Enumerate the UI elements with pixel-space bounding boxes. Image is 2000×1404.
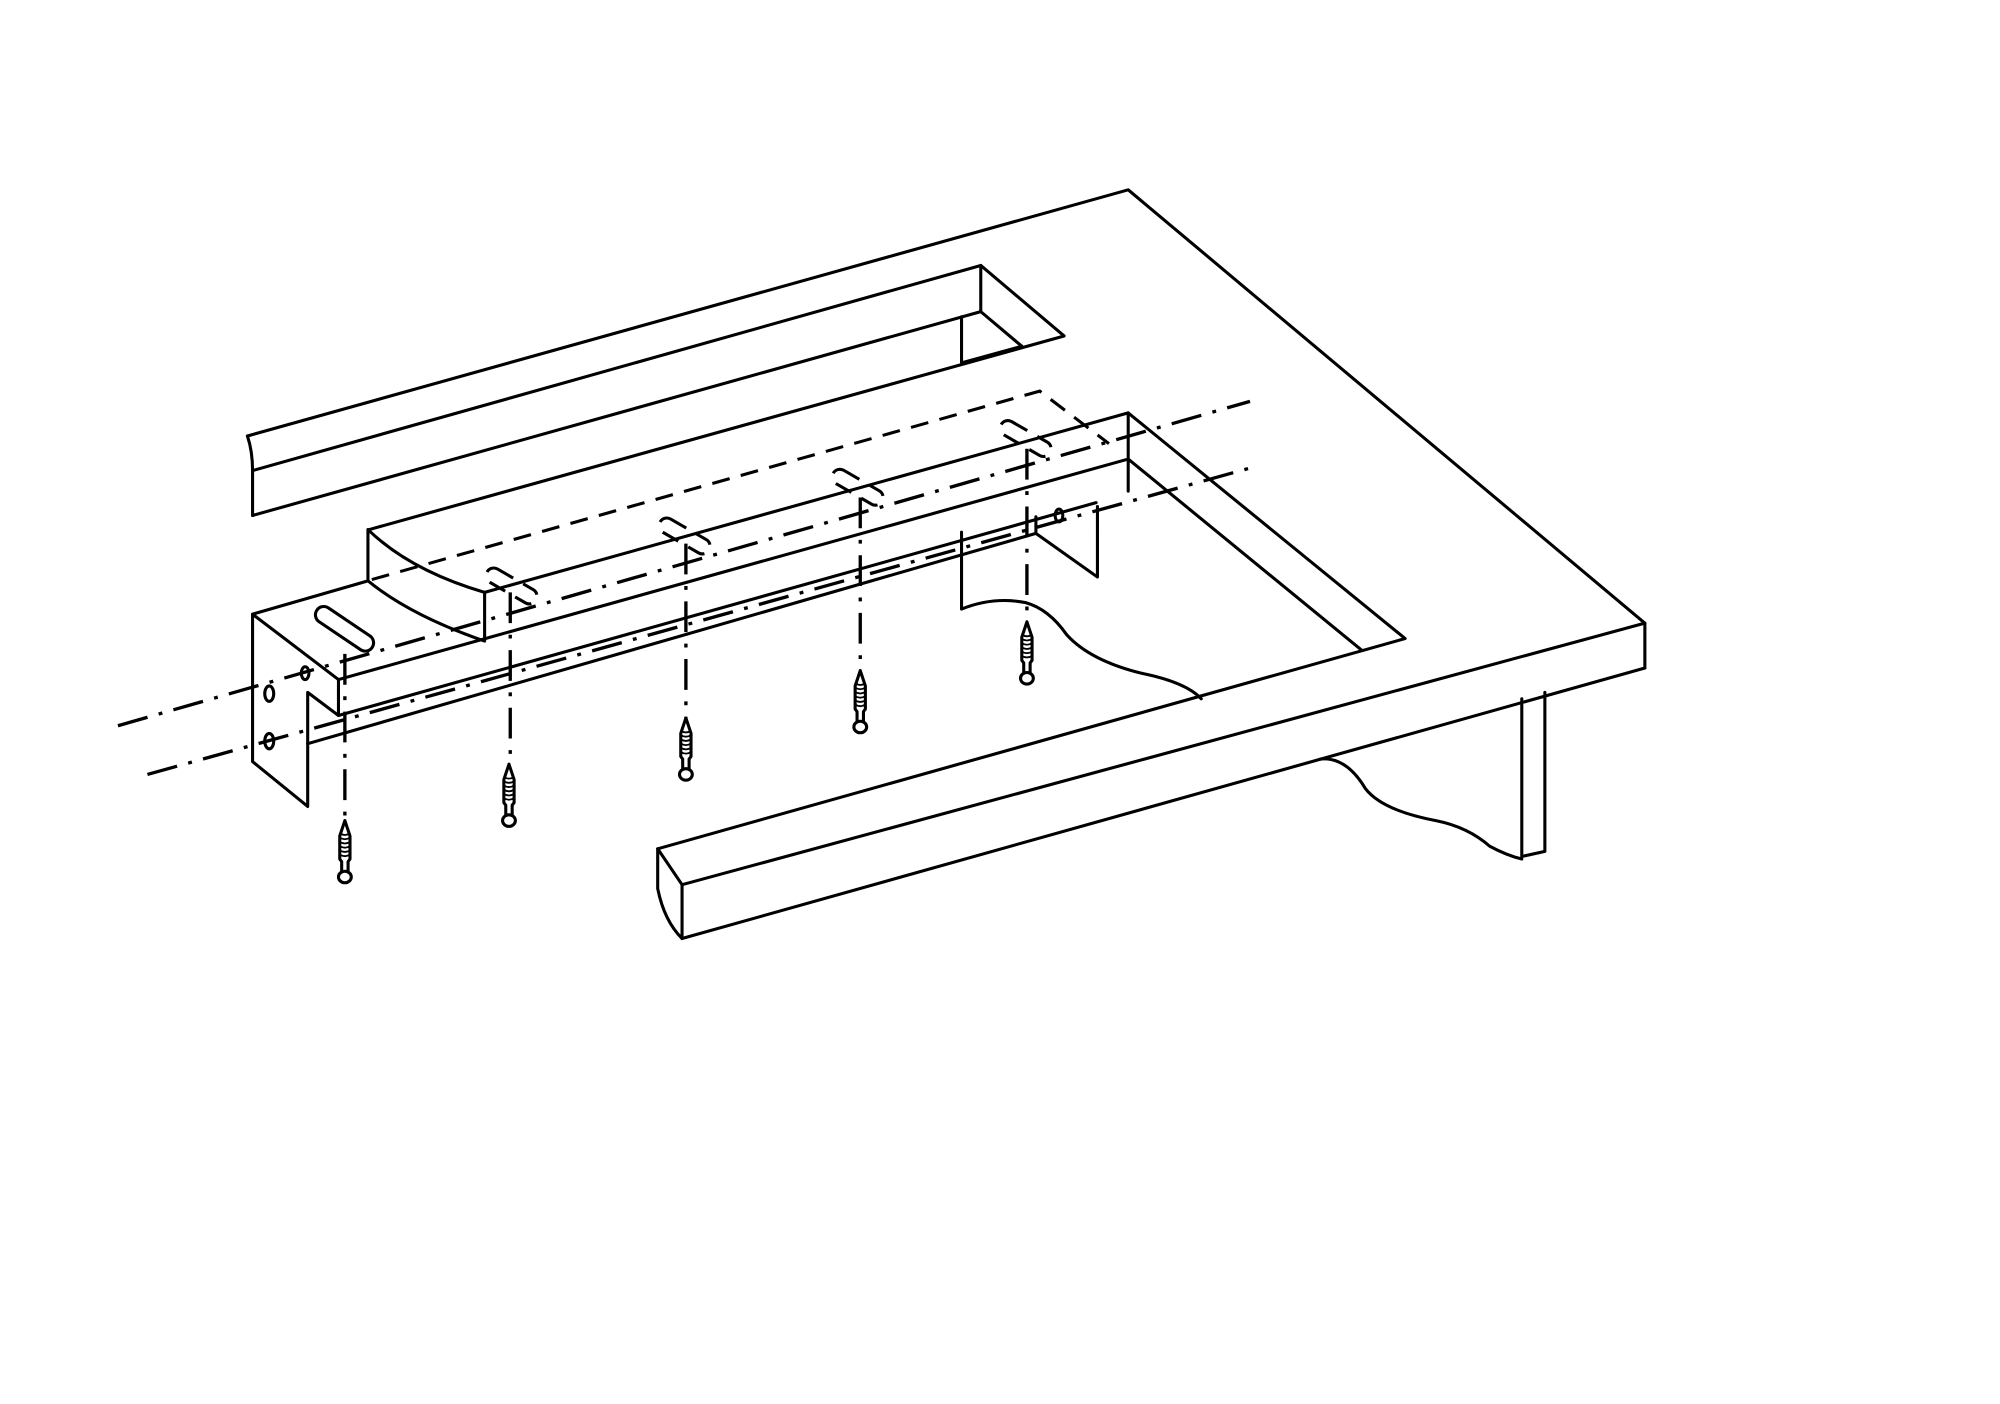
- back-strip-left-end: [245, 434, 255, 517]
- screw-icon: [852, 669, 869, 735]
- bracket-side-plate: [251, 612, 341, 809]
- horizontal-axis-lower: [146, 466, 1251, 777]
- bracket-rail-middle: [336, 501, 1098, 717]
- countertop-inner-edge: [1126, 457, 1364, 652]
- back-strip: [245, 263, 1066, 532]
- screw-shank: [1020, 620, 1034, 675]
- screw-head: [852, 719, 869, 735]
- screw-shank: [338, 819, 352, 874]
- hidden-slot-1: [484, 566, 539, 606]
- bracket-rail-top: [336, 457, 1130, 682]
- spacer-bar: [366, 411, 1130, 643]
- hidden-edge: [371, 389, 1110, 582]
- screw-head: [1018, 670, 1035, 686]
- screw-head: [501, 813, 517, 828]
- rear-leg-break: [960, 530, 1203, 701]
- hidden-slot-2: [657, 516, 712, 556]
- screw-head: [677, 767, 694, 782]
- screw-thread: [339, 832, 351, 858]
- back-strip-bottom-edge: [251, 310, 1024, 517]
- axis-lines: [117, 399, 1251, 821]
- leg-break-curve: [1318, 757, 1524, 861]
- screw-icon: [1018, 620, 1035, 686]
- bracket-hole-upper: [263, 684, 276, 703]
- hidden-slot-3: [830, 467, 885, 507]
- horizontal-axis-upper: [117, 399, 1251, 728]
- bracket-rail-bottom: [306, 504, 1099, 746]
- screw-icon: [336, 819, 353, 885]
- screw-thread: [854, 682, 866, 708]
- hidden-slots: [484, 419, 1053, 606]
- back-strip-top-edge: [251, 263, 1066, 532]
- screw-thread: [1021, 633, 1033, 659]
- countertop-left-end: [656, 847, 684, 941]
- back-strip-inner-corner: [960, 263, 1024, 365]
- hidden-lines: [371, 389, 1110, 606]
- countertop-front-face-top: [680, 621, 1647, 887]
- spacer-bar-top-edge: [483, 411, 1130, 594]
- countertop: [245, 188, 1647, 941]
- screw-icon: [501, 762, 517, 828]
- countertop-back-edge: [245, 188, 1647, 670]
- screw-thread: [680, 730, 692, 755]
- screw-shank: [679, 716, 693, 771]
- bracket-top: [251, 579, 370, 616]
- screw-shank: [853, 669, 867, 724]
- mounting-bracket: [251, 457, 1130, 809]
- countertop-front-top-edge: [656, 411, 1407, 851]
- screw-icon: [677, 716, 694, 782]
- countertop-front-face-bottom: [680, 666, 1647, 941]
- leg-front: [1520, 690, 1547, 859]
- support-leg: [960, 530, 1547, 861]
- screws: [336, 620, 1035, 885]
- screw-shank: [502, 762, 516, 817]
- hidden-slot-4: [998, 419, 1053, 459]
- screw-head: [336, 869, 353, 885]
- screw-thread: [503, 776, 515, 801]
- bracket-slot: [313, 604, 376, 653]
